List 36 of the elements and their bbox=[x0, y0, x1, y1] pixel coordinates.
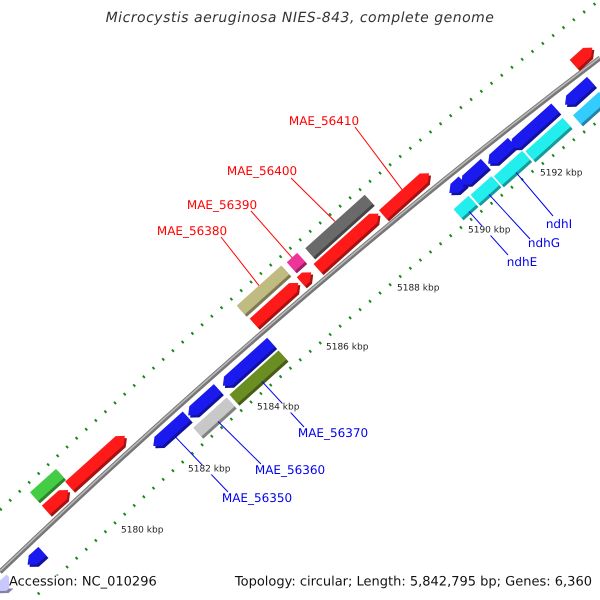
leader-line bbox=[488, 194, 530, 240]
gene-label: MAE_56400 bbox=[226, 165, 298, 177]
gene-block bbox=[378, 173, 432, 222]
gene-block bbox=[286, 252, 308, 274]
gene-label: MAE_56390 bbox=[186, 199, 258, 211]
leader-line bbox=[516, 172, 554, 216]
gene-label: MAE_56380 bbox=[156, 225, 228, 237]
scale-label: 5190 kbp bbox=[468, 226, 510, 236]
leader-line bbox=[250, 210, 292, 258]
scale-label: 5186 kbp bbox=[326, 344, 368, 352]
scale-label: 5188 kbp bbox=[397, 284, 440, 294]
leader-line bbox=[218, 420, 262, 464]
gene-block bbox=[305, 194, 375, 260]
scale-label: 5182 kbp bbox=[188, 466, 230, 474]
gene-label: MAE_56360 bbox=[254, 464, 326, 476]
gene-block bbox=[470, 176, 502, 206]
accession-text: Accession: NC_010296 bbox=[9, 576, 157, 588]
leader-line bbox=[354, 126, 402, 190]
gene-label: MAE_56350 bbox=[222, 492, 292, 504]
gene-block bbox=[236, 265, 292, 317]
scale-label: 5184 kbp bbox=[257, 404, 300, 412]
gene-label: ndhE bbox=[506, 256, 538, 268]
leader-line bbox=[220, 236, 260, 286]
scale-label: 5180 kbp bbox=[121, 526, 164, 536]
gene-label: MAE_56410 bbox=[288, 115, 360, 127]
gene-label: ndhG bbox=[528, 237, 560, 249]
title: Microcystis aeruginosa NIES-843, complete genome bbox=[106, 11, 494, 25]
gene-block bbox=[193, 397, 237, 439]
gene-block bbox=[153, 411, 193, 448]
gene-label: ndhI bbox=[546, 218, 572, 230]
gene-block bbox=[454, 196, 478, 220]
leader-line bbox=[290, 178, 336, 222]
scale-label: 5192 kbp bbox=[540, 170, 582, 178]
gene-block bbox=[494, 150, 532, 188]
gene-label: MAE_56370 bbox=[298, 427, 368, 439]
genome-info-text: Topology: circular; Length: 5,842,795 bp; Genes: 6,360 bbox=[234, 576, 592, 588]
